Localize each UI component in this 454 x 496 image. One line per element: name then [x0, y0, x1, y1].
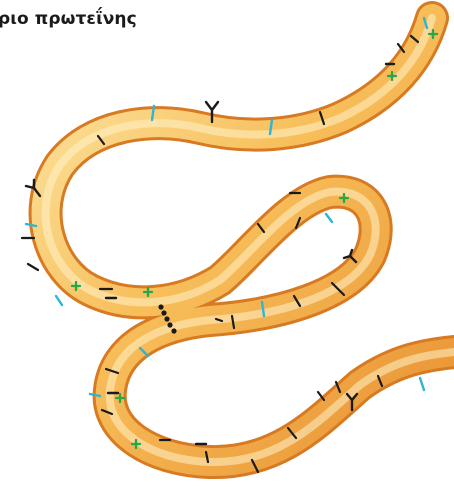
ribbon-body [46, 18, 454, 462]
